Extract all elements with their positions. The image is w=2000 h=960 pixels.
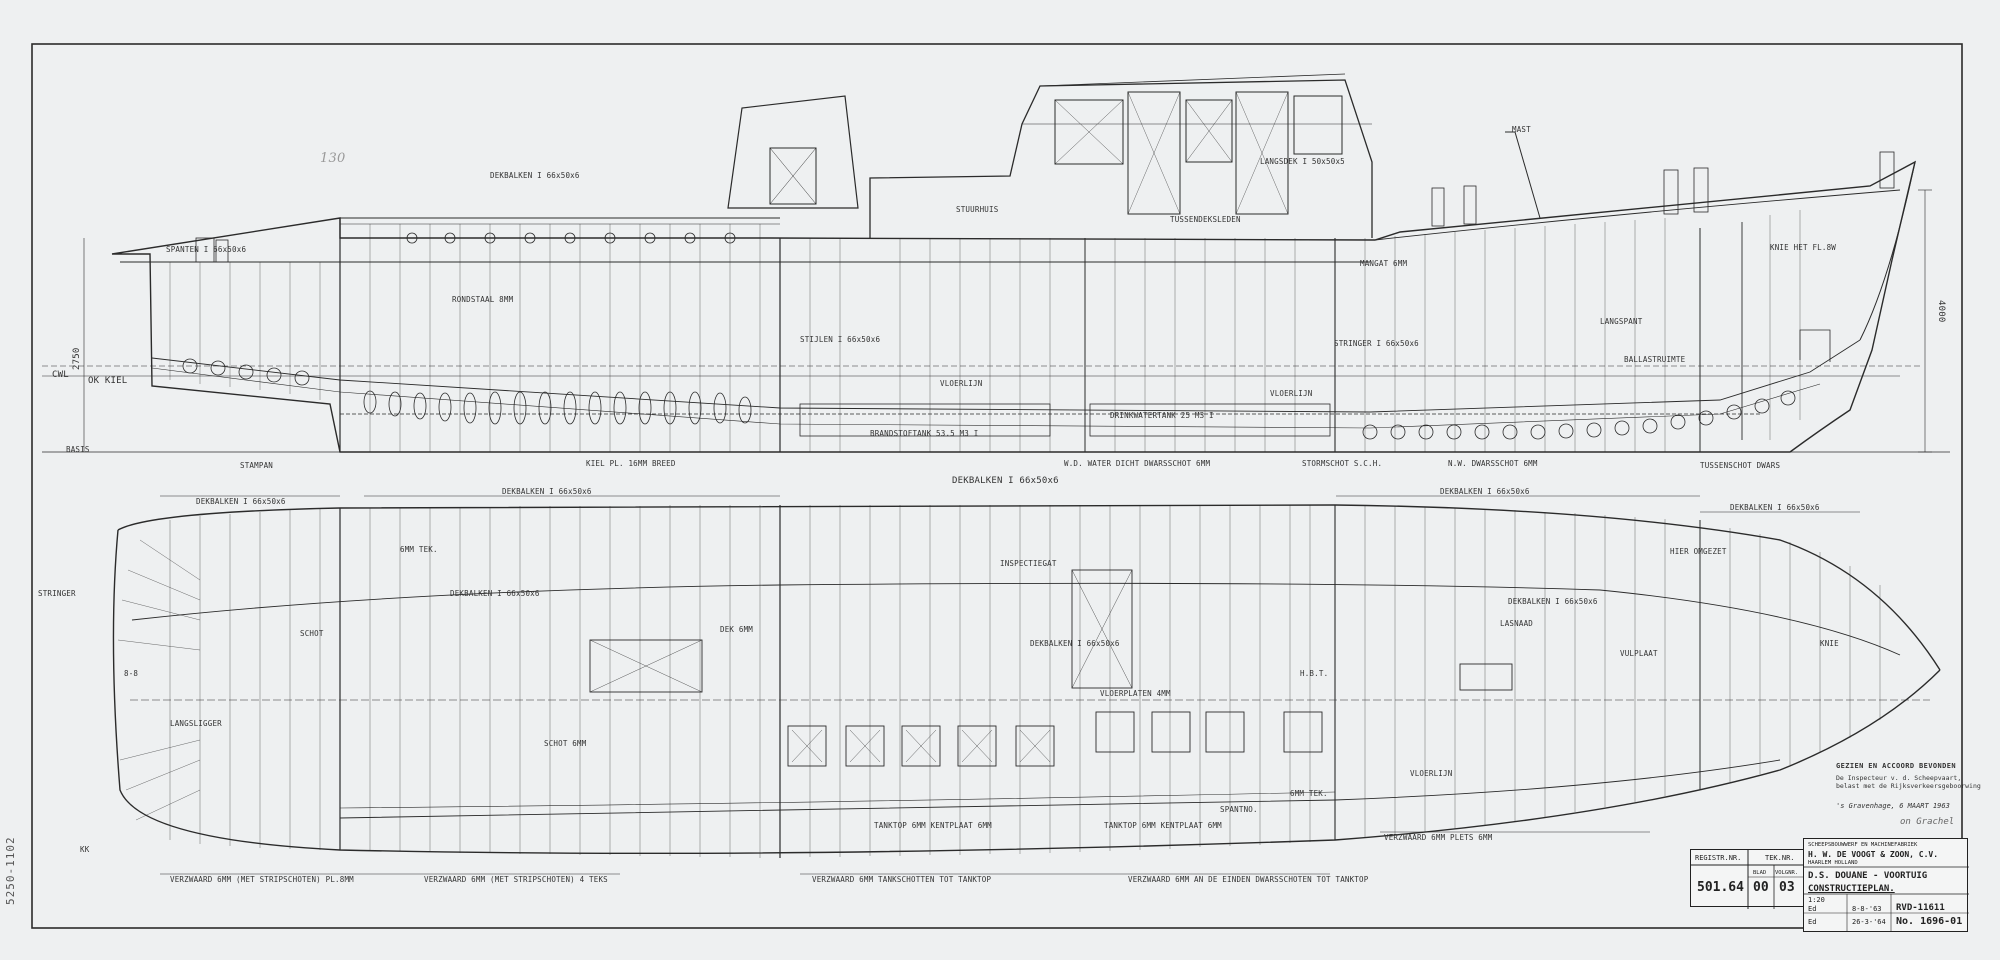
label-basis: BASIS [66,445,90,454]
label-hbt: H.B.T. [1300,669,1329,678]
corner-note: on Grachel [1900,817,1955,827]
label-cwl: CWL [52,370,69,380]
label-dekbalken-plan-d: DEKBALKEN I 66x50x6 [1730,503,1820,512]
sheet-border [31,43,1963,929]
label-verzwaard-1: VERZWAARD 6MM (MET STRIPSCHOTEN) PL.8MM [170,875,354,884]
label-lasnaad: LASNAAD [1500,619,1534,628]
label-tussendek: TUSSENDEKSLEDEN [1170,215,1241,224]
label-vloerlijn-plan: VLOERLIJN [1410,769,1453,778]
registration-grid [1690,849,1805,909]
drawing-number: No. 1696-01 [1896,916,1963,927]
dimension-left: 2750 [72,347,82,370]
label-schot-plan: SCHOT [300,629,324,638]
pencil-mark: 130 [320,151,346,166]
label-langsdek: LANGSDEK I 50x50x5 [1260,157,1345,166]
checked-by: Ed [1808,918,1817,926]
label-dekbalken-plan-top: DEKBALKEN I 66x50x6 [952,476,1059,486]
label-stuurhuis: STUURHUIS [956,205,999,214]
dimension-depth: 4000 [1936,300,1946,323]
label-dek-6mm: DEK 6MM [720,625,754,634]
label-dekbalken-plan-a: DEKBALKEN I 66x50x6 [196,497,286,506]
label-tanktop-stekel: VERZWAARD 6MM TANKSCHOTTEN TOT TANKTOP [812,875,992,884]
drawn-by: Ed [1808,905,1817,913]
label-inspectie: INSPECTIEGAT [1000,559,1057,568]
label-dekbalken-plan-e: DEKBALKEN I 66x50x6 [450,589,540,598]
tek-header: TEK.NR. [1765,854,1795,862]
label-frame-b: KK [80,845,90,854]
label-tussenschot: TUSSENSCHOT DWARS [1700,461,1781,470]
title-block: SCHEEPSBOUWWERF EN MACHINEFABRIEK H. W. … [1803,838,1968,932]
label-langsligger: LANGSLIGGER [170,719,222,728]
blad-label: BLAD [1753,870,1767,876]
vessel-name: D.S. DOUANE - VOORTUIG [1808,871,1928,881]
label-boeg-knie: KNIE HET FL.8W [1770,243,1837,252]
label-vloerlijn-profile: VLOERLIJN [940,379,983,388]
label-dekbalken-plan-b: DEKBALKEN I 66x50x6 [502,487,592,496]
label-stormschot: STORMSCHOT S.C.H. [1302,459,1383,468]
label-hier-omgezet: HIER OMGEZET [1670,547,1727,556]
label-6mm-tek: 6MM TEK. [400,545,438,554]
regist-number: 501.64 [1697,880,1744,895]
title-block-grid [1803,866,1969,931]
label-verzwaard-3: VERZWAARD 6MM AN DE EINDEN DWARSSCHOTEN … [1128,875,1369,884]
drawing-scale: 1:20 [1808,896,1825,904]
plan-view [112,495,1941,875]
profile-view [42,73,1950,453]
label-vloerplaten: VLOERPLATEN 4MM [1100,689,1171,698]
label-spant-no: SPANTNO. [1220,805,1258,814]
label-tanktop-2: TANKTOP 6MM KENTPLAAT 6MM [1104,821,1222,830]
label-knie: KNIE [1820,639,1839,648]
label-rondstaal: RONDSTAAL 8MM [452,295,514,304]
label-stringer-plan: STRINGER [38,589,76,598]
label-stulen: STIJLEN I 66x50x6 [800,335,881,344]
tek-number: 00 [1753,880,1769,895]
label-ndw-schot: N.W. DWARSSCHOT 6MM [1448,459,1538,468]
drawing-title: CONSTRUCTIEPLAN. [1808,884,1895,894]
company-location: HAARLEM HOLLAND [1808,860,1858,866]
regist-header: REGISTR.NR. [1695,854,1742,862]
approval-inspector: De Inspecteur v. d. Scheepvaart, [1836,774,1962,782]
label-dekbalk-mid: DEKBALKEN I 66x50x6 [1030,639,1120,648]
label-stampan: STAMPAN [240,461,274,470]
label-tanktop: TANKTOP 6MM KENTPLAAT 6MM [874,821,992,830]
label-schot-6mm: SCHOT 6MM [544,739,587,748]
label-ok-kiel: OK KIEL [88,376,128,386]
company-name: H. W. DE VOOGT & ZOON, C.V. [1808,850,1939,859]
label-verzwaard-2: VERZWAARD 6MM (MET STRIPSCHOTEN) 4 TEKS [424,875,608,884]
label-vulplaat: VULPLAAT [1620,649,1658,658]
label-frame-a: 8-8 [124,669,139,678]
label-ballast: BALLASTRUIMTE [1624,355,1686,364]
volgnr-label: VOLGNR. [1775,870,1799,876]
drawing-date: 8-8-'63 [1852,905,1882,913]
label-vloerlijn-profile-2: VLOERLIJN [1270,389,1313,398]
approval-authority: belast met de Rijksverkeersgeboorwing [1836,782,1981,790]
label-mangat: MANGAT 6MM [1360,259,1408,268]
approval-heading: GEZIEN EN ACCOORD BEVONDEN [1836,762,1956,770]
label-stringer-profile: STRINGER I 66x50x6 [1334,339,1419,348]
yard-line: SCHEEPSBOUWWERF EN MACHINEFABRIEK [1808,842,1918,848]
label-dekbalken-profile: DEKBALKEN I 66x50x6 [490,171,580,180]
label-mast: MAST [1512,125,1531,134]
label-vloerplaat-tek: 6MM TEK. [1290,789,1328,798]
revision-date: 26-3-'64 [1852,918,1886,926]
drawing-ref: RVD-11611 [1896,903,1945,913]
label-kiel: KIEL PL. 16MM BREED [586,459,676,468]
label-verzwaard-4: VERZWAARD 6MM PLETS 6MM [1384,833,1493,842]
label-dekbalken-plan-c: DEKBALKEN I 66x50x6 [1440,487,1530,496]
registration-box: REGISTR.NR. TEK.NR. 501.64 00 03 BLAD VO… [1690,849,1804,907]
label-waterdicht: W.D. WATER DICHT DWARSSCHOT 6MM [1064,459,1211,468]
label-langspant: LANGSPANT [1600,317,1643,326]
approval-stamp: GEZIEN EN ACCOORD BEVONDEN De Inspecteur… [1836,762,1981,810]
label-dekbalken-plan-f: DEKBALKEN I 66x50x6 [1508,597,1598,606]
label-brandstoftank: BRANDSTOFTANK 53.5 M3 I [870,429,979,438]
label-spanten-profile: SPANTEN I 66x50x6 [166,245,247,254]
label-drinkwatertank: DRINKWATERTANK 25 M3 I [1110,411,1214,420]
approval-date: 's Gravenhage, 6 MAART 1963 [1836,802,1950,810]
sheet-stamp: 5250-1102 [4,836,17,905]
sheet-number: 03 [1779,880,1795,895]
